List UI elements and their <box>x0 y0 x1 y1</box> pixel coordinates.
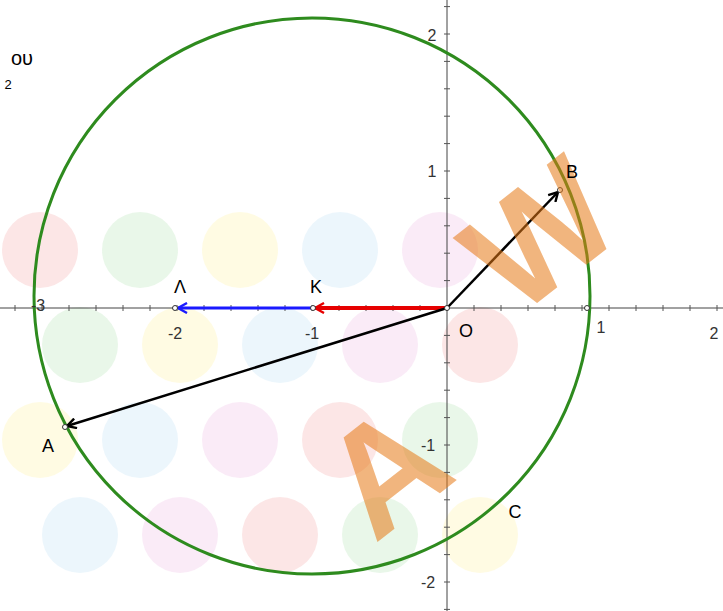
vector-ol <box>178 307 447 310</box>
axis-number: -3 <box>31 298 45 314</box>
point-label: C <box>509 503 522 521</box>
vector-ok <box>315 306 447 310</box>
axis-number: 2 <box>428 28 437 44</box>
axis-ticks <box>0 7 717 610</box>
watermark: W <box>438 132 642 337</box>
cut-text: ου <box>11 48 33 68</box>
axis-number: -2 <box>421 575 435 591</box>
axis-number: 1 <box>428 164 437 180</box>
axis-number: 1 <box>597 320 606 336</box>
point-label: A <box>42 437 54 455</box>
background-pattern <box>2 212 518 573</box>
cut-text: 2 <box>4 78 11 91</box>
axis-number: -1 <box>305 326 319 342</box>
axis-number: 2 <box>710 326 719 342</box>
axis-number: -1 <box>421 438 435 454</box>
point-label: B <box>566 163 578 181</box>
point-label: Λ <box>174 278 186 296</box>
point-label: O <box>459 322 473 340</box>
point-label: K <box>310 278 322 296</box>
axis-number: -2 <box>168 326 182 342</box>
